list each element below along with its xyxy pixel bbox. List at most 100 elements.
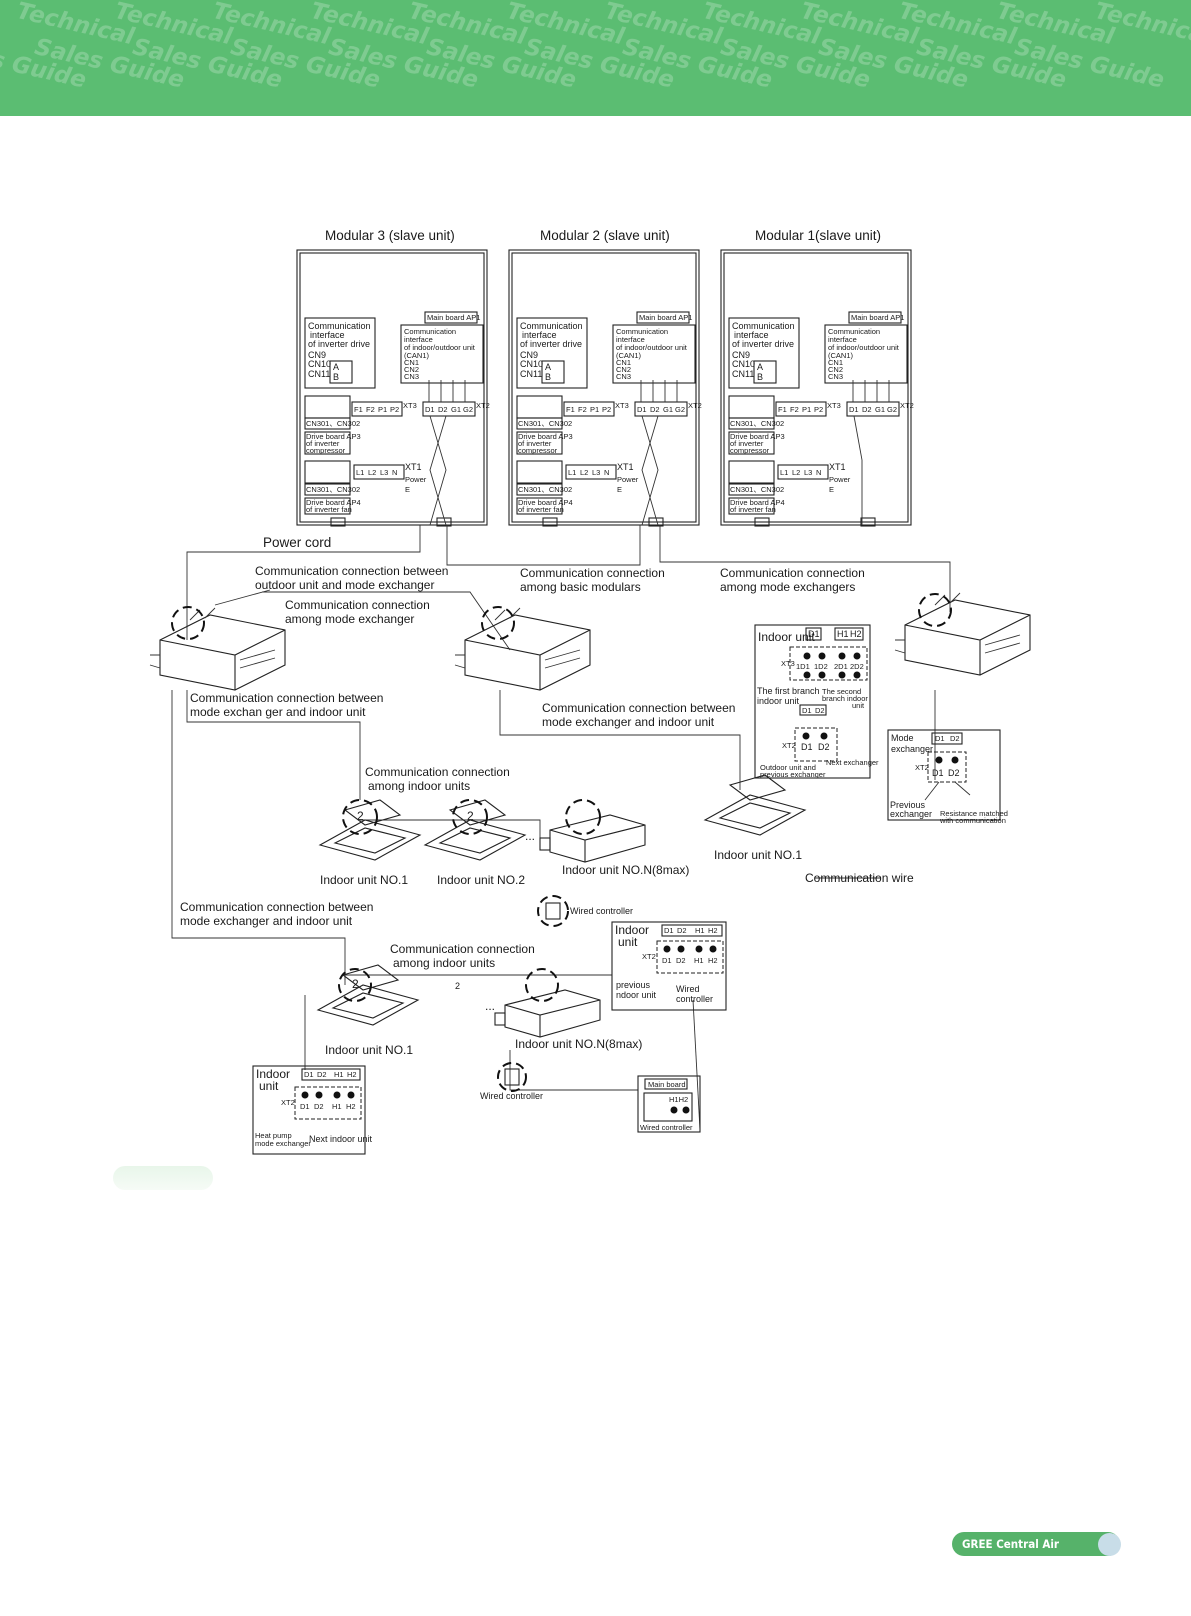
label-text: of indoor/outdoor unit — [828, 343, 900, 352]
label-text: D1 — [425, 405, 435, 414]
label-text: D1 — [801, 742, 813, 752]
label-text: exchanger — [890, 809, 932, 819]
wire — [428, 380, 466, 402]
label-text: Main board AP1 — [639, 313, 692, 322]
label-text: Indoor — [615, 923, 649, 937]
label-text: H1 — [332, 1102, 342, 1111]
label-text: Wired controller — [480, 1091, 543, 1101]
main-board-tag — [848, 311, 902, 324]
communication-wire — [499, 690, 741, 790]
label-text: L3 — [804, 468, 812, 477]
ab-port — [516, 395, 563, 419]
label-text: Communication — [308, 321, 371, 331]
xt2-block — [634, 401, 688, 417]
label-text: L3 — [380, 468, 388, 477]
label-text: Indoor — [256, 1067, 290, 1081]
label-text: F2 — [578, 405, 587, 414]
label-text: CN2 — [616, 365, 631, 374]
label-text: H1 — [334, 1070, 344, 1079]
cassette-indoor-unit — [423, 799, 527, 861]
label-text: Indoor unit NO.1 — [325, 1043, 413, 1057]
label-text: A — [545, 362, 551, 372]
label-text: H2 — [708, 926, 718, 935]
label-text: of inverter — [306, 439, 340, 448]
label-text: D2 — [818, 742, 830, 752]
drive-ap3-box — [728, 431, 775, 455]
label-text: H2 — [346, 1102, 356, 1111]
label-text: L2 — [580, 468, 588, 477]
label-text: Outdoor unit and — [760, 763, 816, 772]
ab-terminal — [541, 360, 565, 384]
ab-terminal — [329, 360, 353, 384]
label-text: among mode exchanger — [285, 612, 414, 626]
communication-wire — [446, 525, 641, 566]
label-text: interface — [404, 335, 433, 344]
label-text: CN1 — [616, 358, 631, 367]
header-banner: Technical Technical Technical Technical … — [0, 0, 1191, 116]
communication-wire — [186, 690, 361, 800]
cn301-box — [516, 417, 563, 430]
label-text: D1 — [637, 405, 647, 414]
ab-port — [728, 395, 775, 419]
label-text: L1 — [356, 468, 364, 477]
label-text: mode exchanger — [255, 1139, 311, 1148]
label-text: CN301、CN302 — [518, 419, 572, 428]
label-text: D2 — [317, 1070, 327, 1079]
label-text: Communication connection — [365, 765, 510, 779]
ab-port — [304, 395, 351, 419]
label-text: CN3 — [828, 372, 843, 381]
label-text: Communication — [520, 321, 583, 331]
label-text: interface — [734, 330, 769, 340]
communication-wire — [692, 999, 701, 1131]
label-text: N — [392, 468, 397, 477]
label-text: Indoor unit NO.N(8max) — [562, 863, 689, 877]
label-text: A — [757, 362, 763, 372]
label-text: among mode exchangers — [720, 580, 855, 594]
xt2-block — [422, 401, 476, 417]
label-text: CN10 — [520, 359, 543, 369]
mode-exchanger-right — [894, 592, 1031, 676]
label-text: H1H2 — [669, 1095, 688, 1104]
label-text: D1 — [932, 768, 944, 778]
label-text: XT3 — [615, 401, 629, 410]
label-text: 1D1 — [796, 662, 810, 671]
label-text: B — [545, 372, 551, 382]
label-text: Communication connection between — [255, 564, 448, 578]
label-text: CN301、CN302 — [730, 419, 784, 428]
label-text: B — [757, 372, 763, 382]
unit-cabinet-inner — [723, 252, 909, 523]
inverter-interface-box — [728, 317, 800, 389]
dashed-circle — [918, 593, 952, 627]
label-text: mode exchan ger and indoor unit — [190, 705, 366, 719]
label-text: XT2 — [281, 1098, 295, 1107]
label-text: Main board — [648, 1080, 686, 1089]
modular-unit-3: Modular 3 (slave unit) Communication int… — [296, 228, 490, 527]
label-text: F2 — [366, 405, 375, 414]
communication-wire — [186, 525, 421, 640]
label-text: of indoor/outdoor unit — [404, 343, 476, 352]
label-text: D2 — [650, 405, 660, 414]
label-text: XT3 — [781, 659, 795, 668]
inverter-interface-box — [304, 317, 376, 389]
label-text: G1 — [451, 405, 461, 414]
label-text: XT2 — [915, 763, 929, 772]
label-text: XT3 — [403, 401, 417, 410]
duct-indoor-unit — [539, 814, 646, 863]
label-text: Indoor unit — [758, 630, 815, 644]
wire — [429, 415, 447, 526]
label-text: XT2 — [782, 741, 796, 750]
wire — [641, 415, 659, 526]
label-text: Main board AP1 — [427, 313, 480, 322]
label-text: with communication — [939, 816, 1006, 825]
label-text: Communication connection — [285, 598, 430, 612]
cassette-indoor-unit — [316, 964, 420, 1026]
label-text: interface — [828, 335, 857, 344]
xt3-block — [351, 401, 403, 417]
detail-indoor-unit-2: Indoor unit D1 D2 H1 H2 XT2 D1 D2 H1 H2 … — [611, 921, 727, 1011]
label-text: (CAN1) — [828, 351, 854, 360]
footer-circle-decoration — [1098, 1533, 1121, 1556]
decorative-pill — [113, 1166, 213, 1190]
label-text: of inverter drive — [308, 339, 370, 349]
label-text: D1 — [662, 956, 672, 965]
label-text: 2 — [352, 977, 359, 991]
